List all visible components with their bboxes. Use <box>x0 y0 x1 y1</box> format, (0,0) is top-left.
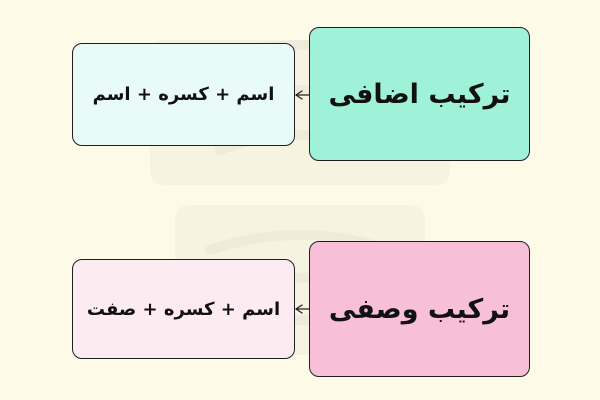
vasfi-formula-text: اسم + کسره + صفت <box>86 298 281 320</box>
izafi-compound-box: ترکیب اضافی <box>309 27 530 161</box>
izafi-compound-title: ترکیب اضافی <box>328 78 511 110</box>
vasfi-formula-box: اسم + کسره + صفت <box>72 259 295 359</box>
izafi-formula-box: اسم + کسره + اسم <box>72 43 295 146</box>
vasfi-connector-arrow <box>295 304 310 314</box>
izafi-formula-text: اسم + کسره + اسم <box>92 84 275 105</box>
izafi-connector-arrow <box>295 90 310 100</box>
vasfi-compound-title: ترکیب وصفی <box>328 293 511 325</box>
vasfi-compound-box: ترکیب وصفی <box>309 241 530 377</box>
